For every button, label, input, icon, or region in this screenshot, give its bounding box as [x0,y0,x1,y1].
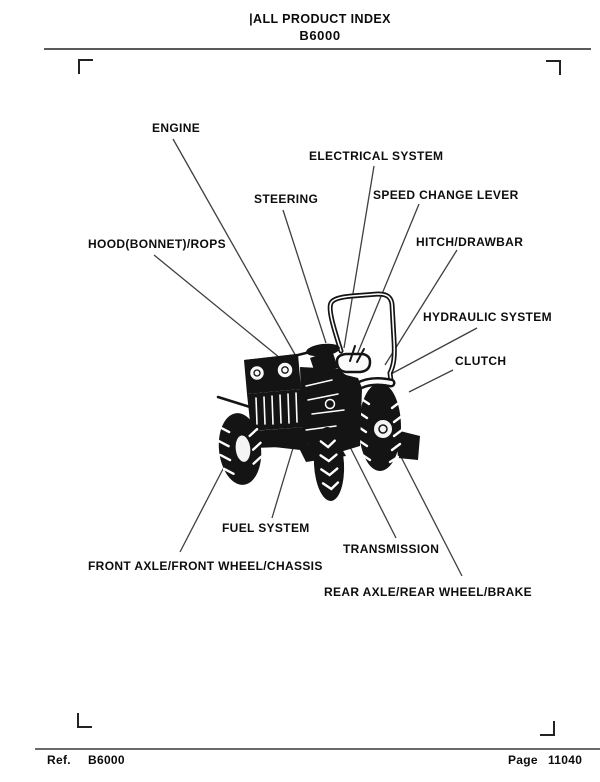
label-hood-bonnet-rops[interactable]: HOOD(BONNET)/ROPS [88,237,226,251]
callout-line-hitch [384,249,458,366]
callout-line-speed-change [351,203,420,368]
page-header: |ALL PRODUCT INDEX B6000 [40,12,600,43]
headlight-right [276,361,294,379]
gear-lever [349,345,356,362]
callout-line-clutch [408,369,454,393]
crop-mark-top-left [78,59,93,74]
header-divider [44,48,591,50]
crop-mark-bottom-left [77,713,92,728]
callout-line-front-axle [179,466,225,553]
label-rear-axle-rear-wheel-brake[interactable]: REAR AXLE/REAR WHEEL/BRAKE [324,585,532,599]
crop-mark-bottom-right [540,721,555,736]
steering-wheel [306,343,340,357]
seat [335,352,372,374]
model-number: B6000 [299,27,341,43]
footer-divider [35,748,600,750]
callout-line-steering [282,209,327,344]
engine-louvers [247,389,305,431]
rear-axle-housing [396,430,420,460]
label-front-axle-front-wheel-chassis[interactable]: FRONT AXLE/FRONT WHEEL/CHASSIS [88,559,323,573]
body-mass [300,367,362,452]
label-steering[interactable]: STEERING [254,192,319,206]
callout-line-electrical [343,165,375,349]
label-hydraulic-system[interactable]: HYDRAULIC SYSTEM [423,310,552,324]
callout-line-transmission [344,436,397,539]
callout-line-fuel [271,447,294,519]
tractor-illustration [216,291,420,501]
front-right-wheel [313,427,345,501]
footer-page-number: 11040 [548,753,583,767]
callout-lines [153,138,478,577]
label-electrical-system[interactable]: ELECTRICAL SYSTEM [309,149,444,163]
page-title: |ALL PRODUCT INDEX [249,12,391,26]
crop-mark-top-right [546,60,561,75]
callout-line-hood [153,254,281,359]
label-clutch[interactable]: CLUTCH [455,354,507,368]
label-hitch-drawbar[interactable]: HITCH/DRAWBAR [416,235,524,249]
callout-line-engine [172,138,298,359]
footer-ref-label: Ref. [47,753,71,767]
footer-ref-value: B6000 [88,753,125,767]
label-engine[interactable]: ENGINE [152,121,201,135]
headlight-left [248,364,266,382]
callout-line-hydraulic [390,327,478,375]
steering-rod [216,395,252,409]
label-fuel-system[interactable]: FUEL SYSTEM [222,521,310,535]
label-transmission[interactable]: TRANSMISSION [343,542,440,556]
rear-wheel [355,383,404,471]
callout-line-rear-axle [398,452,463,577]
front-left-wheel [217,413,263,485]
footer-page-label: Page [508,753,538,767]
label-speed-change-lever[interactable]: SPEED CHANGE LEVER [373,188,519,202]
